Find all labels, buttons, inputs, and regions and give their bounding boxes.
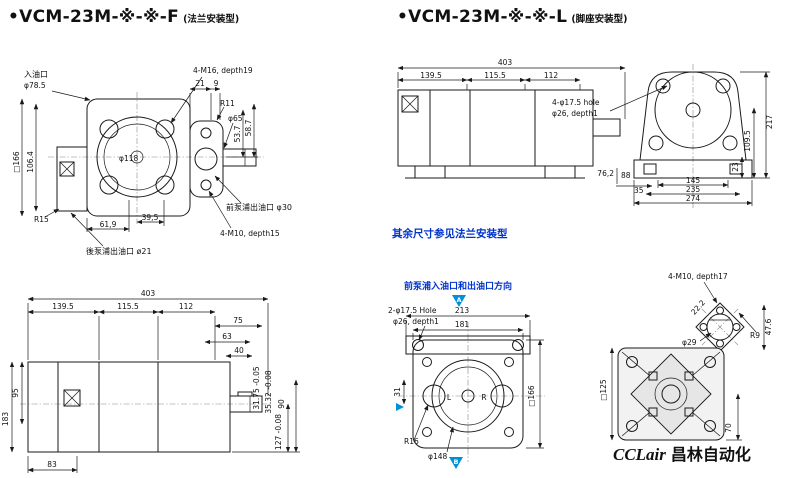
d1-dim-39-5: 39,5 <box>142 213 159 222</box>
d3-dim-83: 83 <box>47 460 57 469</box>
blue-arrow-left-icon <box>396 403 404 411</box>
d2-dim-274: 274 <box>686 194 701 203</box>
d2-holes-label: 4-φ17.5 hole <box>552 98 600 107</box>
d4-port-l: L <box>447 393 452 402</box>
d3-dim-95: 95 <box>11 388 20 398</box>
d2-dim-403: 403 <box>498 58 513 67</box>
d3-dim-183: 183 <box>1 412 10 427</box>
foot-reference-note: 其余尺寸参见法兰安装型 <box>392 228 508 240</box>
d1-dim-21: 21 <box>195 79 205 88</box>
d5-sq125: □125 <box>599 379 608 401</box>
top-mount-plate <box>405 335 531 355</box>
d2-dim-35: 35 <box>634 186 644 195</box>
d3-dim-115-5: 115.5 <box>117 302 139 311</box>
d3-dim-63: 63 <box>222 332 232 341</box>
d3-dim-35-32: 35.32 -0.08 <box>264 370 273 413</box>
d1-dim-106-4: 106.4 <box>26 151 35 173</box>
d4-marker-a-letter: A <box>456 296 461 304</box>
d2-holes-detail: φ26, depth1 <box>552 109 598 118</box>
d1-inlet-dia: φ78.5 <box>24 81 46 90</box>
d1-r11: R11 <box>220 99 235 108</box>
view-marker-a-icon <box>452 295 466 307</box>
d2-dim-145: 145 <box>686 176 701 185</box>
d5-dia29: φ29 <box>682 338 697 347</box>
d4-dia148: φ148 <box>428 452 447 461</box>
d1-dia118: φ118 <box>119 154 138 163</box>
d3-dim-139-5: 139.5 <box>52 302 74 311</box>
d1-rear-outlet-label: 後泵浦出油口 ø21 <box>86 246 152 256</box>
d5-r9: R9 <box>750 331 760 340</box>
d2-dim-112: 112 <box>544 71 559 80</box>
port-face-body <box>412 339 524 449</box>
d4-dim-213: 213 <box>455 306 470 315</box>
d4-holes-label: 2-φ17.5 Hole <box>388 306 437 315</box>
foot-front-housing <box>639 71 747 161</box>
company-logo-cjk: 昌林自动化 <box>670 445 751 464</box>
foot-model-title: •VCM-23M-※-※-L (脚座安装型) <box>397 7 628 27</box>
d4-dim-181: 181 <box>455 320 470 329</box>
d2-dim-217: 217 <box>765 115 774 130</box>
d3-dim-112: 112 <box>179 302 194 311</box>
d2-dim-109-5: 109.5 <box>743 130 752 152</box>
d5-dim-47-6: 47.6 <box>764 318 773 335</box>
pilot-circle-118 <box>96 116 178 198</box>
d4-sq166: □166 <box>527 385 536 407</box>
d2-dim-139-5: 139.5 <box>420 71 442 80</box>
d1-bolts-top: 4-M16, depth19 <box>193 66 253 75</box>
rear-pump-body <box>56 146 88 212</box>
d1-dim-53-7: 53.7 <box>233 125 242 142</box>
d3-dim-403: 403 <box>141 289 156 298</box>
d5-dim-70: 70 <box>724 423 733 433</box>
drive-shaft <box>222 148 257 167</box>
d3-dim-40: 40 <box>234 346 244 355</box>
d1-bolts-bottom: 4-M10, depth15 <box>220 229 280 238</box>
d5-bolts-label: 4-M10, depth17 <box>668 272 728 281</box>
d1-dim-9: 9 <box>214 79 219 88</box>
d3-dim-127: 127 -0.08 <box>274 414 283 450</box>
d4-port-r: R <box>481 393 486 402</box>
d4-marker-b-letter: B <box>454 458 459 466</box>
flange-mount-type-label: (法兰安装型) <box>183 14 240 25</box>
d3-dim-75: 75 <box>233 316 243 325</box>
d4-holes-detail: φ26, depth1 <box>393 317 439 326</box>
flange-model-number: •VCM-23M-※-※-F <box>8 7 180 27</box>
d2-dim-88: 88 <box>621 171 631 180</box>
d5-dim-22-2: 22.2 <box>689 298 707 317</box>
d3-dim-90: 90 <box>277 399 286 409</box>
d2-dim-23: 23 <box>731 162 740 172</box>
foot-model-number: •VCM-23M-※-※-L <box>397 7 568 27</box>
company-logo: CCLair 昌林自动化 <box>613 441 751 465</box>
drawing-foot-mount-views: 403 139.5 115.5 112 4-φ17.5 hole φ26, de… <box>397 58 774 210</box>
d3-dim-31-75: 31.75 -0.05 <box>252 366 261 409</box>
d1-dim-58-7: 58.7 <box>244 119 253 136</box>
d2-dim-235: 235 <box>686 185 701 194</box>
d1-dia65: φ65 <box>228 114 243 123</box>
drawing-port-front-view: 2-φ17.5 Hole φ26, depth1 213 181 31 R16 … <box>388 295 545 469</box>
d1-sq166: □166 <box>12 151 21 173</box>
company-logo-latin: CCLair <box>613 445 666 464</box>
d2-dim-115-5: 115.5 <box>484 71 506 80</box>
drawing-side-view: 403 139.5 115.5 112 75 63 40 31.75 -0.05… <box>1 289 300 473</box>
d4-r16: R16 <box>404 437 419 446</box>
d1-r15: R15 <box>34 215 49 224</box>
d1-front-outlet-label: 前泵浦出油口 φ30 <box>226 202 292 212</box>
pilot-circle-148 <box>431 359 505 433</box>
drawing-rear-view: 4-M10, depth17 22.2 47.6 φ29 R9 □125 70 <box>599 272 773 441</box>
flange-model-title: •VCM-23M-※-※-F (法兰安装型) <box>8 7 239 27</box>
d2-dim-76-2: 76,2 <box>597 169 614 178</box>
port-direction-note: 前泵浦入油口和出油口方向 <box>404 282 513 292</box>
d4-dim-31: 31 <box>393 387 402 397</box>
foot-mount-type-label: (脚座安装型) <box>571 14 628 25</box>
d1-inlet-label: 入油口 <box>24 69 48 79</box>
d1-dim-61-9: 61,9 <box>100 220 117 229</box>
view-marker-b-icon <box>449 457 463 469</box>
drawing-flange-front-view: 入油口 φ78.5 4-M16, depth19 21 9 R11 φ65 53… <box>12 66 292 256</box>
